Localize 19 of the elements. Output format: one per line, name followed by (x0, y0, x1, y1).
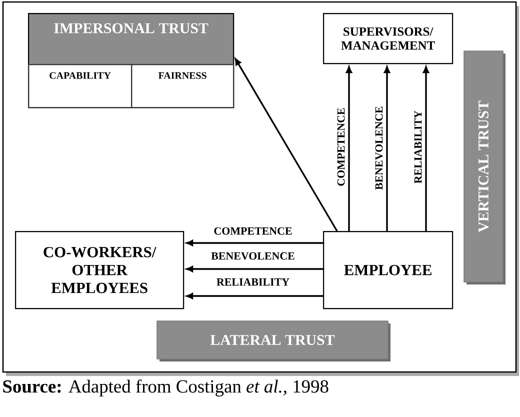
arrow (384, 66, 390, 231)
label-band: VERTICAL TRUST (464, 50, 506, 284)
table-cell: FAIRNESS (131, 64, 234, 108)
arrow (234, 58, 338, 232)
arrow (186, 266, 323, 272)
edge-label: RELIABILITY (414, 110, 422, 184)
entity-box: SUPERVISORS/ MANAGEMENT (323, 13, 454, 64)
entity-box: EMPLOYEE (323, 231, 454, 310)
arrow (186, 292, 323, 300)
arrow (422, 66, 430, 231)
edge-label: COMPETENCE (337, 107, 345, 187)
arrow (186, 240, 323, 246)
label-band: LATERAL TRUST (156, 320, 390, 362)
entity-box: CO-WORKERS/ OTHER EMPLOYEES (15, 231, 184, 310)
edge-label: RELIABILITY (216, 278, 290, 286)
arrow (346, 66, 352, 231)
caption: Source: Adapted from Costigan et al., 1998 (3, 380, 328, 396)
edge-label: COMPETENCE (213, 227, 293, 235)
table-cell: CAPABILITY (28, 64, 132, 108)
